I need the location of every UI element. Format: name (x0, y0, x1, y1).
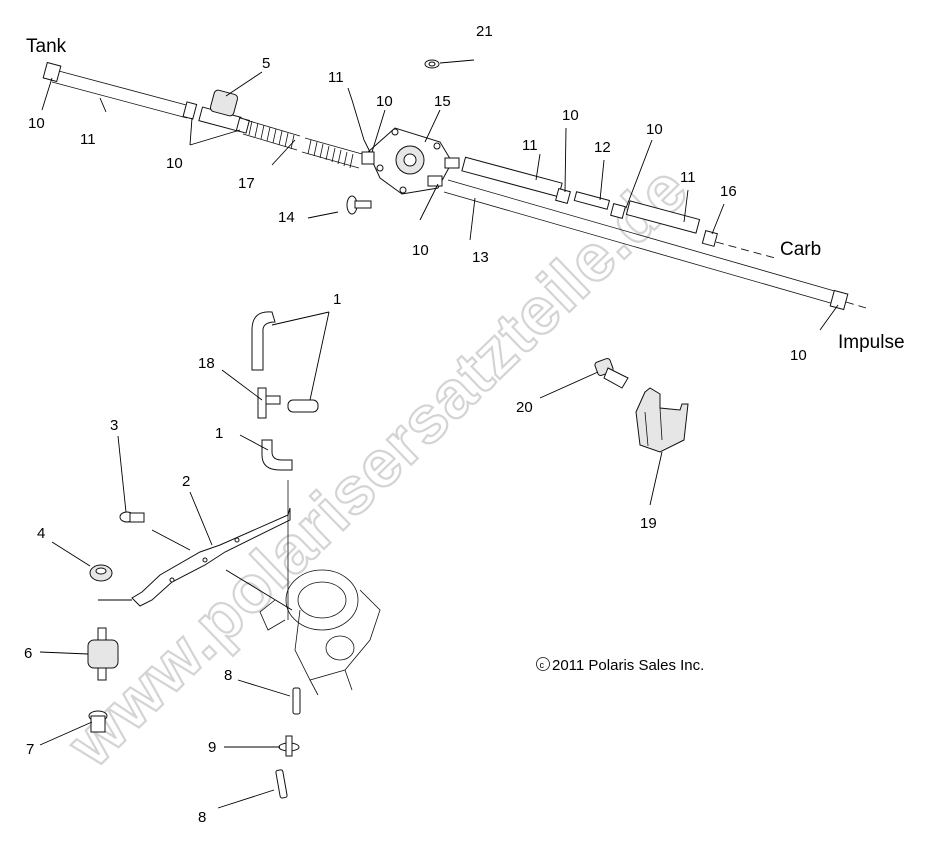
callout-8: 8 (224, 667, 232, 684)
callout-11: 11 (680, 169, 696, 186)
callout-2: 2 (182, 473, 190, 490)
bracket (131, 507, 291, 607)
corrugated-sleeve (242, 119, 363, 169)
callout-21: 21 (476, 23, 493, 40)
callout-7: 7 (26, 741, 34, 758)
callout-8: 8 (198, 809, 206, 826)
callout-11: 11 (522, 137, 538, 154)
callout-14: 14 (278, 209, 295, 226)
callout-10: 10 (646, 121, 663, 138)
impulse-label: Impulse (838, 332, 905, 353)
callout-10: 10 (790, 347, 807, 364)
callout-10: 10 (376, 93, 393, 110)
callout-11: 11 (328, 69, 344, 86)
screw-20 (594, 358, 629, 389)
callout-11: 11 (80, 131, 96, 148)
callout-15: 15 (434, 93, 451, 110)
callout-10: 10 (412, 242, 429, 259)
callout-20: 20 (516, 399, 533, 416)
callout-3: 3 (110, 417, 118, 434)
callout-6: 6 (24, 645, 32, 662)
clamp-19 (635, 387, 689, 453)
fuel-pump (361, 127, 460, 195)
leader-lines (39, 59, 839, 809)
bolt-3 (119, 511, 145, 523)
callout-16: 16 (720, 183, 737, 200)
clip-9 (278, 735, 300, 757)
copyright-c-symbol: c (540, 660, 545, 670)
callout-labels: Tank Carb Impulse 10 11 10 5 17 11 10 15… (24, 23, 905, 826)
callout-17: 17 (238, 175, 255, 192)
grommet-7 (88, 710, 108, 733)
carb-hose (461, 156, 776, 259)
tank-hose (42, 61, 198, 120)
vent-hoses (251, 311, 319, 471)
push-fastener (346, 195, 372, 215)
fuel-line-assembly (42, 59, 867, 311)
carb-label: Carb (780, 239, 821, 260)
callout-5: 5 (262, 55, 270, 72)
callout-1: 1 (215, 425, 223, 442)
copyright: c 2011 Polaris Sales Inc. (536, 657, 704, 674)
watermark: www.polarisersatzteile.de (53, 151, 702, 781)
copyright-text: 2011 Polaris Sales Inc. (552, 657, 704, 674)
callout-10: 10 (166, 155, 183, 172)
impulse-hose (443, 179, 867, 311)
callout-9: 9 (208, 739, 216, 756)
pin-8-lower (275, 769, 288, 799)
callout-4: 4 (37, 525, 45, 542)
shutoff-valve (198, 89, 250, 134)
callout-18: 18 (198, 355, 215, 372)
callout-13: 13 (472, 249, 489, 266)
tank-label: Tank (26, 36, 67, 57)
callout-19: 19 (640, 515, 657, 532)
callout-10: 10 (28, 115, 45, 132)
pin-8-upper (292, 687, 301, 715)
callout-10: 10 (562, 107, 579, 124)
callout-12: 12 (594, 139, 611, 156)
callout-1: 1 (333, 291, 341, 308)
carburetor (259, 480, 381, 696)
nut-4 (89, 564, 113, 582)
